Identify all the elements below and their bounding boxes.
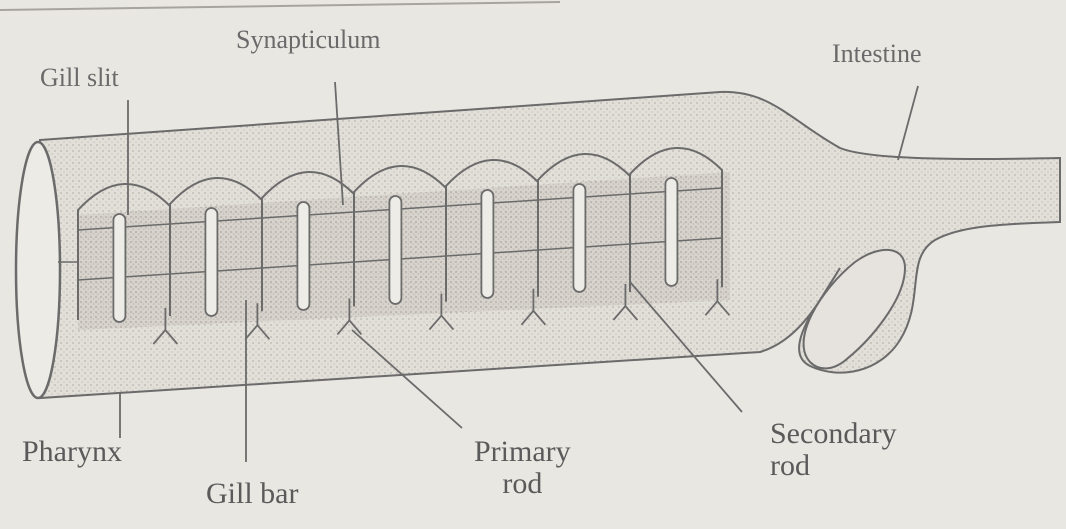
page-edge-line <box>0 2 560 10</box>
label-secondary-rod-line2: rod <box>770 450 897 482</box>
label-primary-rod: Primary rod <box>474 436 571 500</box>
gill-slit <box>113 214 125 322</box>
label-primary-rod-line2: rod <box>474 468 571 500</box>
label-gill-bar: Gill bar <box>206 478 298 510</box>
label-pharynx: Pharynx <box>22 436 122 468</box>
intestine-leader <box>898 86 918 160</box>
label-secondary-rod-line1: Secondary <box>770 418 897 450</box>
label-primary-rod-line1: Primary <box>474 436 571 468</box>
label-secondary-rod: Secondary rod <box>770 418 897 482</box>
label-synapticulum: Synapticulum <box>236 24 380 56</box>
pharynx-opening <box>16 142 60 398</box>
gill-slit <box>665 178 677 286</box>
gill-slit <box>481 190 493 298</box>
label-gill-slit: Gill slit <box>40 62 119 94</box>
gill-slit <box>205 208 217 316</box>
gill-slit <box>297 202 309 310</box>
label-intestine: Intestine <box>832 38 922 70</box>
gill-slit <box>573 184 585 292</box>
gill-slit <box>389 196 401 304</box>
